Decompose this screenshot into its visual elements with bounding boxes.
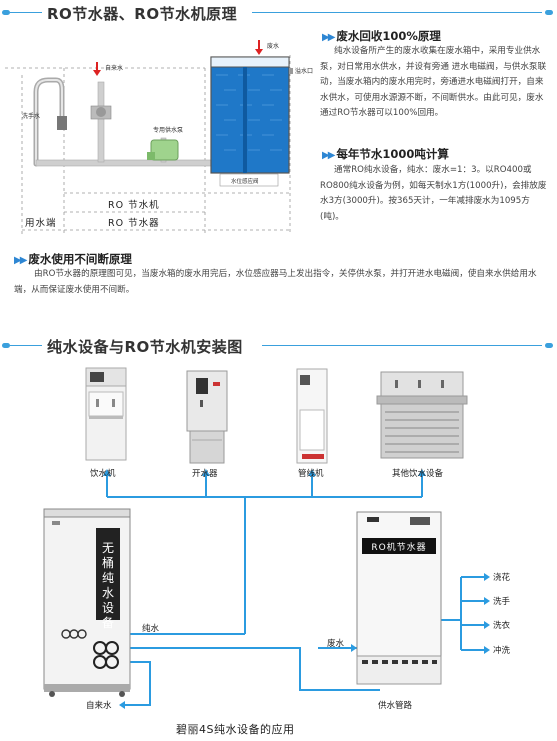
other-device-icon bbox=[376, 371, 468, 459]
water-boiler-icon bbox=[186, 370, 228, 464]
waste-water-label: 废水 bbox=[327, 639, 345, 649]
recycle-body: 纯水设备所产生的废水收集在废水箱中，采用专业供水泵，对日常用水供水，并设有旁通 … bbox=[320, 46, 547, 118]
saver-machine-label: RO机节水器 bbox=[371, 543, 427, 553]
continuous-heading: ▶▶废水使用不间断原理 bbox=[14, 252, 132, 266]
faucet-label: 洗手水 bbox=[22, 113, 41, 120]
sensor-label: 水位感应阀 bbox=[231, 179, 259, 185]
section-line-right bbox=[262, 345, 542, 346]
device-label-pipeline: 管线机 bbox=[298, 469, 324, 479]
section-cap-left bbox=[2, 10, 10, 15]
purifier-machine-icon bbox=[43, 508, 131, 697]
device-label-boiler: 开水器 bbox=[192, 469, 218, 479]
tap-water-label: 自来水 bbox=[86, 701, 112, 711]
device-label-other: 其他饮水设备 bbox=[392, 469, 444, 479]
ro-saver-label: RO 节水器 bbox=[108, 218, 160, 229]
overflow-label: 溢水口 bbox=[295, 68, 314, 75]
section-title-principle: RO节水器、RO节水机原理 bbox=[47, 5, 238, 23]
output-label-flowers: 浇花 bbox=[493, 573, 511, 583]
pipeline-machine-icon bbox=[296, 368, 328, 464]
continuous-body: 由RO节水器的原理图可见，当废水箱的废水用完后，水位感应器马上发出指令，关停供水… bbox=[14, 269, 537, 295]
section-line-left bbox=[10, 345, 42, 346]
heading-arrow-icon: ▶▶ bbox=[322, 150, 335, 161]
ro-saver-icon bbox=[356, 511, 442, 685]
purifier-label: 无桶纯水设备 bbox=[101, 541, 114, 630]
output-label-laundry: 洗衣 bbox=[493, 621, 511, 631]
section-cap-right bbox=[545, 10, 553, 15]
section-cap-right bbox=[545, 343, 553, 348]
device-label-dispenser: 饮水机 bbox=[90, 469, 116, 479]
supply-pipe-label: 供水管路 bbox=[378, 701, 413, 711]
output-label-flush: 冲洗 bbox=[493, 646, 511, 656]
recycle-heading: ▶▶废水回收100%原理 bbox=[322, 29, 441, 43]
figure-caption: 碧丽4S纯水设备的应用 bbox=[176, 723, 295, 736]
heading-arrow-icon: ▶▶ bbox=[322, 32, 335, 43]
savings-heading: ▶▶每年节水1000吨计算 bbox=[322, 147, 449, 161]
tap-water-label: 自来水 bbox=[105, 65, 124, 72]
waste-label: 废水 bbox=[267, 43, 280, 50]
section-title-install: 纯水设备与RO节水机安装图 bbox=[47, 338, 243, 356]
ro-machine-label: RO 节水机 bbox=[108, 200, 160, 211]
output-label-handwash: 洗手 bbox=[493, 597, 511, 607]
pure-water-label: 纯水 bbox=[142, 624, 160, 634]
end-use-label: 用水端 bbox=[25, 218, 57, 229]
pump-label: 专用供水泵 bbox=[153, 127, 184, 134]
section-line-left bbox=[10, 12, 42, 13]
drinking-fountain-icon bbox=[85, 367, 127, 461]
section-cap-left bbox=[2, 343, 10, 348]
heading-arrow-icon: ▶▶ bbox=[14, 255, 27, 266]
savings-body: 通常RO纯水设备，纯水：废水=1：3。以RO400或RO800纯水设备为例，如每… bbox=[320, 165, 547, 222]
section-line-right bbox=[252, 12, 542, 13]
